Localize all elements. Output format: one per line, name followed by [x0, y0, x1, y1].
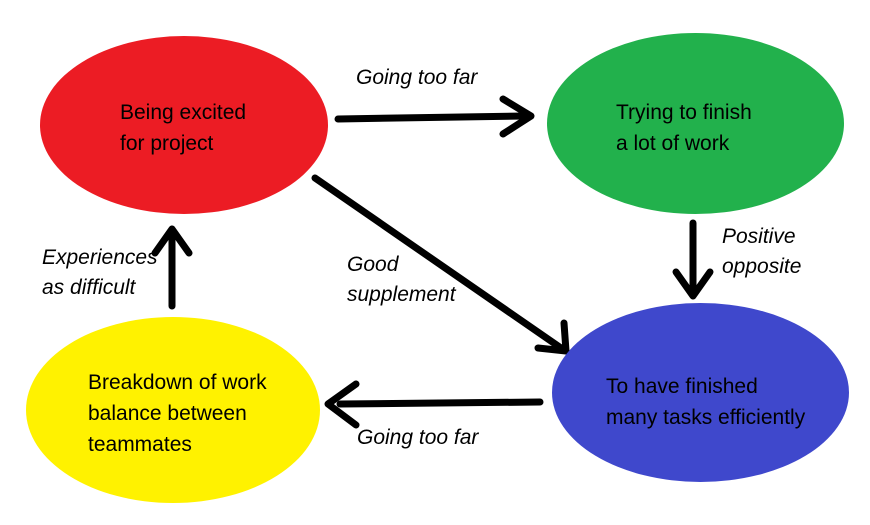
edge-label-line: Going too far	[356, 66, 478, 89]
node-finished-many-tasks: To have finished many tasks efficiently	[552, 303, 849, 482]
arrowhead-icon	[672, 268, 714, 300]
node-label: Being excited for project	[120, 97, 246, 159]
node-label-line: teammates	[88, 433, 192, 456]
edge-label-experiences-as-difficult: Experiences as difficult	[42, 243, 158, 303]
node-label-line: a lot of work	[616, 132, 730, 155]
arrow-excited-to-trying	[334, 95, 535, 138]
node-trying-to-finish: Trying to finish a lot of work	[547, 33, 844, 214]
node-label: Breakdown of work balance between teamma…	[88, 367, 267, 460]
arrowhead-icon	[324, 380, 360, 429]
node-label-line: balance between	[88, 402, 247, 425]
arrowhead-icon	[534, 319, 570, 355]
arrow-finished-to-breakdown	[324, 380, 544, 429]
arrow-breakdown-to-excited	[151, 225, 193, 310]
arrow-shaft	[336, 398, 544, 408]
edge-label-line: Good	[347, 253, 399, 276]
node-label-line: many tasks efficiently	[606, 406, 806, 429]
arrowhead-icon	[151, 225, 193, 257]
node-label-line: for project	[120, 132, 214, 155]
edge-label-going-too-far-top: Going too far	[356, 63, 477, 93]
edge-label-line: Experiences	[42, 246, 158, 269]
node-label-line: Being excited	[120, 101, 247, 124]
node-label-line: Trying to finish	[616, 101, 752, 124]
node-label: Trying to finish a lot of work	[616, 97, 752, 159]
edge-label-line: Going too far	[357, 426, 479, 449]
arrow-trying-to-finished	[672, 219, 714, 300]
node-label: To have finished many tasks efficiently	[606, 371, 805, 433]
node-being-excited: Being excited for project	[40, 36, 328, 214]
node-label-line: To have finished	[606, 375, 758, 398]
edge-label-line: as difficult	[42, 276, 136, 299]
arrowhead-icon	[499, 95, 535, 138]
edge-label-good-supplement: Good supplement	[347, 250, 456, 310]
node-label-line: Breakdown of work	[88, 371, 267, 394]
edge-label-positive-opposite: Positive opposite	[722, 222, 801, 282]
arrow-shaft	[334, 112, 528, 123]
edge-label-line: opposite	[722, 255, 802, 278]
edge-label-line: Positive	[722, 225, 796, 248]
edge-label-going-too-far-bottom: Going too far	[357, 423, 478, 453]
edge-label-line: supplement	[347, 283, 456, 306]
node-breakdown-work-balance: Breakdown of work balance between teamma…	[26, 317, 320, 503]
